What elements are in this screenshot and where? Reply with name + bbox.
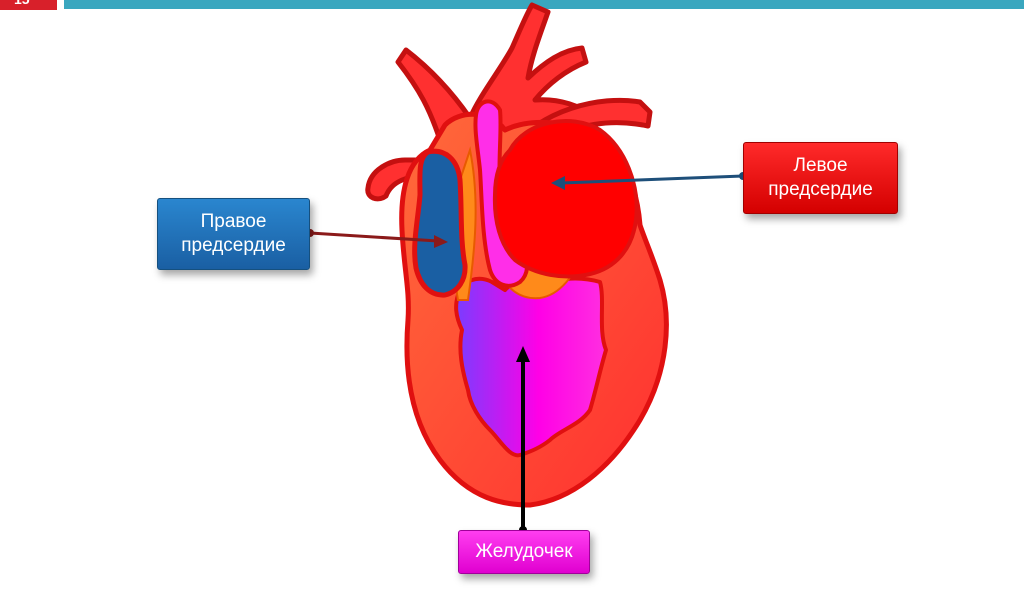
slide-number: 15 — [14, 0, 30, 7]
left-atrium — [492, 118, 639, 279]
ventricle-label: Желудочек — [458, 530, 590, 574]
left-atrium-label: Левое предсердие — [743, 142, 898, 214]
right-atrium-label: Правое предсердие — [157, 198, 310, 270]
slide-number-box: 15 — [0, 0, 57, 10]
right-atrium — [412, 148, 468, 298]
header-bar — [64, 0, 1024, 9]
